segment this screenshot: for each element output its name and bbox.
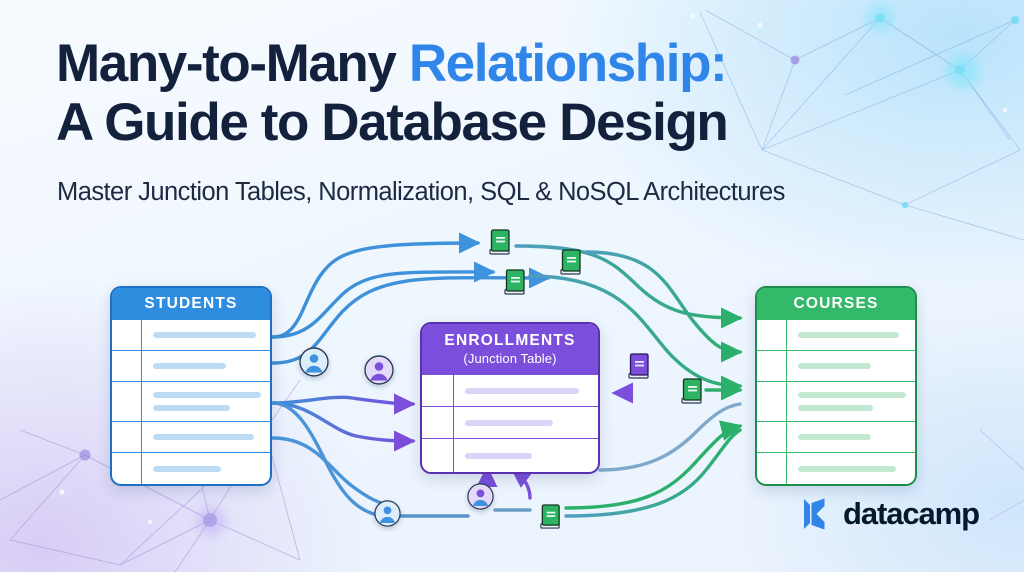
row-value-cell: [142, 382, 270, 421]
row-key-cell: [112, 320, 142, 350]
students-table: STUDENTS: [110, 286, 272, 486]
title-part-1: Many-to-Many: [56, 34, 409, 93]
row-key-cell: [757, 453, 787, 484]
course-book-icon: [560, 249, 581, 275]
datacamp-logo[interactable]: datacamp: [800, 496, 980, 532]
table-row: [422, 438, 598, 472]
row-key-cell: [757, 382, 787, 421]
page-subtitle: Master Junction Tables, Normalization, S…: [57, 178, 785, 206]
table-row: [757, 452, 915, 484]
course-book-icon: [681, 378, 702, 404]
row-key-cell: [422, 375, 454, 406]
enrollments-table-subtitle: (Junction Table): [463, 351, 557, 366]
row-key-cell: [112, 422, 142, 452]
row-value-cell: [454, 407, 598, 438]
table-row: [112, 452, 270, 484]
student-avatar-icon: [364, 355, 394, 385]
course-book-icon: [628, 353, 649, 379]
row-key-cell: [422, 407, 454, 438]
table-row: [422, 374, 598, 406]
student-avatar-icon: [374, 500, 401, 527]
row-value-cell: [142, 351, 270, 381]
table-row: [757, 421, 915, 452]
enrollments-junction-table: ENROLLMENTS (Junction Table): [420, 322, 600, 474]
glow-node-icon: [946, 54, 980, 88]
student-avatar-icon: [299, 347, 329, 377]
row-value-cell: [142, 320, 270, 350]
row-key-cell: [112, 351, 142, 381]
row-key-cell: [757, 422, 787, 452]
course-book-icon: [504, 269, 525, 295]
row-value-cell: [142, 422, 270, 452]
student-avatar-icon: [467, 483, 494, 510]
dc-logo-icon: [804, 498, 825, 530]
row-value-cell: [787, 320, 915, 350]
table-row: [112, 421, 270, 452]
table-row: [757, 381, 915, 421]
table-row: [422, 406, 598, 438]
row-key-cell: [757, 351, 787, 381]
row-value-cell: [787, 351, 915, 381]
courses-table-header: COURSES: [757, 288, 915, 319]
row-value-cell: [787, 422, 915, 452]
glow-node-icon: [196, 506, 226, 536]
row-key-cell: [112, 453, 142, 484]
row-value-cell: [454, 439, 598, 472]
course-book-icon: [489, 229, 510, 255]
row-value-cell: [454, 375, 598, 406]
table-row: [112, 319, 270, 350]
course-book-icon: [540, 504, 560, 529]
students-table-title: STUDENTS: [144, 294, 238, 312]
enrollments-table-header: ENROLLMENTS (Junction Table): [422, 324, 598, 374]
enrollments-table-title: ENROLLMENTS: [444, 332, 576, 349]
table-row: [112, 381, 270, 421]
row-key-cell: [757, 320, 787, 350]
row-value-cell: [787, 453, 915, 484]
table-row: [757, 350, 915, 381]
row-key-cell: [112, 382, 142, 421]
row-key-cell: [422, 439, 454, 472]
table-row: [112, 350, 270, 381]
courses-table-title: COURSES: [793, 294, 879, 312]
courses-table: COURSES: [755, 286, 917, 486]
glow-node-icon: [866, 4, 894, 32]
title-line-2: A Guide to Database Design: [56, 93, 729, 153]
students-table-header: STUDENTS: [112, 288, 270, 319]
table-row: [757, 319, 915, 350]
row-value-cell: [787, 382, 915, 421]
title-accent: Relationship:: [408, 34, 728, 93]
datacamp-wordmark: datacamp: [843, 496, 980, 531]
row-value-cell: [142, 453, 270, 484]
page-title: Many-to-Many Relationship: A Guide to Da…: [56, 34, 986, 153]
